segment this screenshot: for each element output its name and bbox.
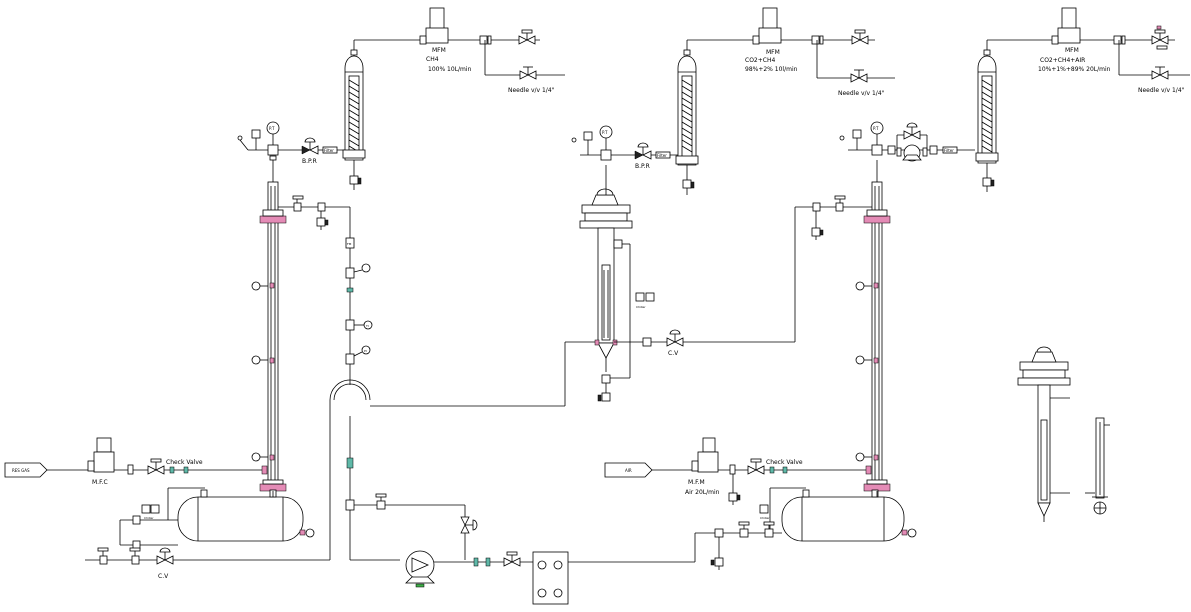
middle-bpr: B.P.R [634, 142, 652, 170]
mfm3-spec: 10%+1%+89% 20L/min [1038, 66, 1111, 73]
left-control-valve: C.V [156, 547, 174, 580]
left-reactor-column [259, 181, 287, 492]
right-pressure-transmitter: P.T [870, 121, 884, 156]
right-condenser [975, 40, 999, 192]
mfm2-title: MFM [766, 49, 780, 56]
middle-filter-label: Filter [657, 153, 667, 158]
pump-outlet-valve [503, 551, 521, 567]
needle2-label: Needle v/v 1/4" [838, 90, 885, 97]
left-check-valve: Check Valve [147, 458, 203, 475]
needle3-label: Needle v/v 1/4" [1138, 87, 1185, 94]
mfm1-title: MFM [432, 47, 446, 54]
right-reactor-column [863, 181, 891, 492]
left-bpr-label: B.P.R [302, 158, 317, 165]
left-needle-valve: Needle v/v 1/4" [508, 66, 555, 94]
right-check-valve-label: Check Valve [766, 459, 803, 466]
needle1-label: Needle v/v 1/4" [508, 87, 555, 94]
left-chiller-indicator: Chiller [141, 504, 160, 520]
left-filter: Filter [322, 146, 338, 154]
middle-reactor-vessel [579, 188, 633, 372]
right-pt-label: P.T [873, 126, 879, 131]
pi-label: PI [364, 349, 367, 353]
left-mfc-label: M.F.C [92, 479, 108, 486]
left-gas-inlet: RES GAS [4, 462, 95, 478]
right-chiller-label: Chiller [760, 516, 770, 520]
middle-control-valve: C.V [666, 329, 684, 357]
right-top-outlet-valve [1151, 29, 1169, 45]
middle-top-outlet-valve [851, 29, 869, 45]
left-reactor-section: RES GAS M.F.C Check Valve [4, 7, 782, 605]
heat-exchanger [532, 551, 569, 605]
mfm1-spec: 100% 10L/min [428, 66, 472, 73]
fm-label: FM [347, 242, 352, 246]
mfm2-gas: CO2+CH4 [745, 57, 775, 64]
middle-filter: Filter [655, 151, 671, 159]
mfm-bottom-label: M.F.M [688, 479, 705, 486]
left-mfc: M.F.C [87, 437, 115, 486]
right-filter-label: Filter [944, 148, 954, 153]
right-inlet-label: AIR [625, 468, 632, 473]
middle-pt-label: P.T [602, 130, 608, 135]
middle-condenser [675, 40, 699, 195]
middle-bpr-label: B.P.R [635, 163, 650, 170]
left-tc-sensors [251, 281, 268, 462]
right-storage-tank [781, 489, 917, 542]
middle-needle-valve: Needle v/v 1/4" [838, 69, 885, 97]
air-flow-label: Air 20L/min [685, 489, 720, 496]
right-bypass-valve [903, 122, 921, 140]
detail-inner-tube [1085, 417, 1110, 515]
middle-chiller-indicator: Chiller [635, 292, 655, 309]
ti-label: TI [365, 324, 369, 328]
left-inlet-label: RES GAS [12, 468, 30, 473]
right-mfm-bottom: M.F.M Air 20L/min [685, 437, 720, 496]
middle-pressure-transmitter: P.T [599, 125, 613, 161]
left-pt-label: P.T [269, 126, 275, 131]
right-check-valve: Check Valve [747, 458, 803, 475]
mfm2-spec: 98%+2% 10l/min [745, 66, 798, 73]
left-cv-label: C.V [158, 573, 169, 580]
middle-cv-label: C.V [668, 350, 679, 357]
bypass-control-valve [460, 516, 478, 534]
left-mfm-top: MFM CH4 100% 10L/min [419, 7, 472, 73]
middle-mfm-top: MFM CO2+CH4 98%+2% 10l/min [745, 7, 798, 73]
mfm3-gas: CO2+CH4+AIR [1040, 57, 1085, 64]
left-chiller-label: Chiller [144, 516, 154, 520]
left-filter-label: Filter [324, 148, 334, 153]
right-needle-valve: Needle v/v 1/4" [1138, 66, 1185, 94]
right-mfm-top: MFM CO2+CH4+AIR 10%+1%+89% 20L/min [1038, 7, 1111, 73]
circulation-pump [405, 550, 435, 588]
right-chiller-indicator: Chiller [759, 504, 770, 520]
left-condenser [342, 40, 366, 190]
left-storage-tank [177, 489, 315, 542]
reactor-detail-views [1017, 346, 1110, 522]
left-bpr: B.P.R [301, 137, 319, 165]
mfm1-gas: CH4 [426, 56, 439, 63]
left-check-valve-label: Check Valve [166, 459, 203, 466]
right-reactor-section: AIR M.F.M Air 20L/min Check Valve Chill [604, 7, 1190, 570]
left-flowmeter: FM [345, 237, 355, 249]
left-pressure-transmitter: P.T [266, 121, 280, 161]
right-filter: Filter [942, 146, 958, 154]
left-top-outlet-valve [518, 29, 536, 45]
middle-reactor-section: Chiller C.V P.T B.P.R [564, 7, 895, 406]
detail-reactor-elevation [1017, 346, 1071, 522]
mfm3-title: MFM [1065, 47, 1079, 54]
right-air-inlet: AIR [604, 462, 695, 478]
middle-chiller-label: Chiller [636, 305, 646, 309]
right-tc-sensors [855, 281, 872, 462]
right-compressor [896, 144, 928, 162]
